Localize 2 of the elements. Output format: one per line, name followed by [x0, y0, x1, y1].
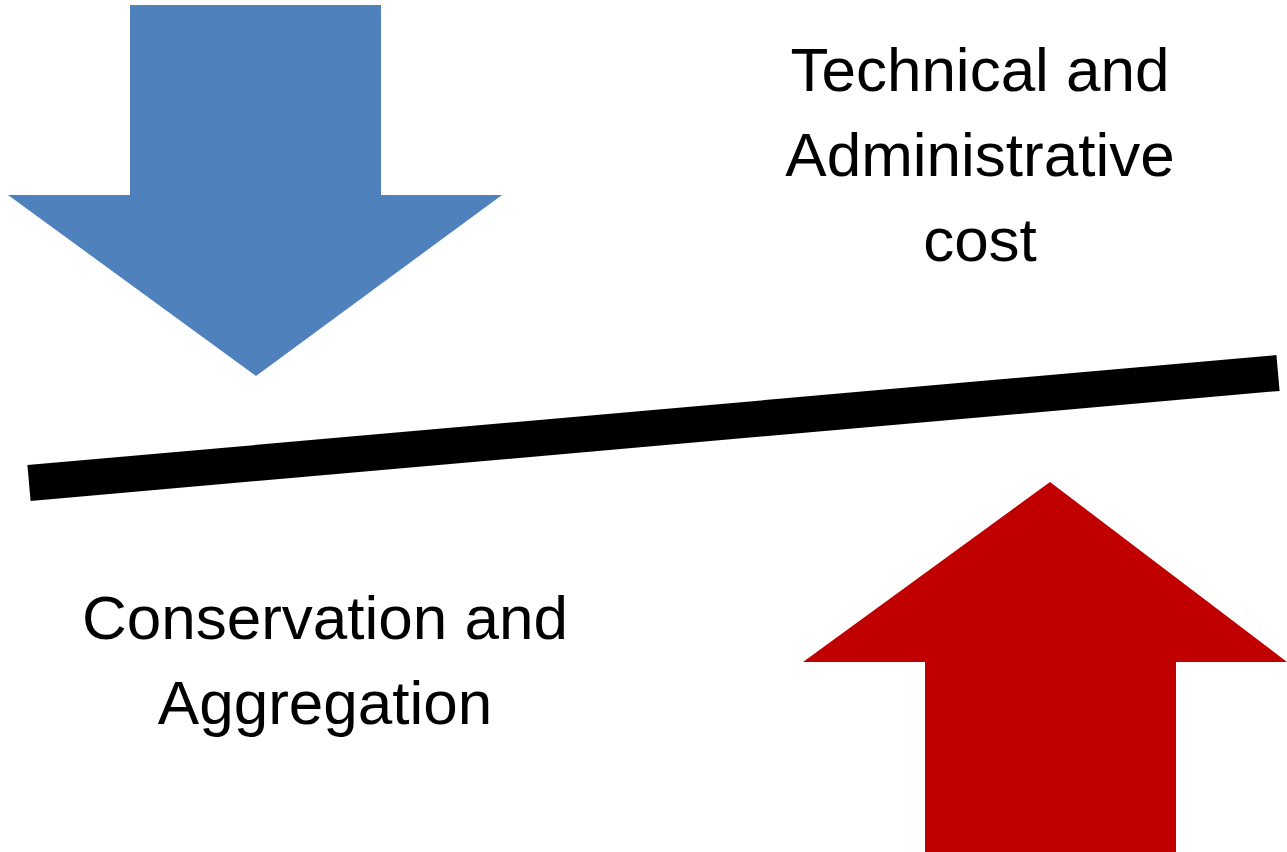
label-text: Technical and Administrative cost — [784, 34, 1176, 276]
label-text: Conservation and Aggregation — [81, 582, 569, 739]
